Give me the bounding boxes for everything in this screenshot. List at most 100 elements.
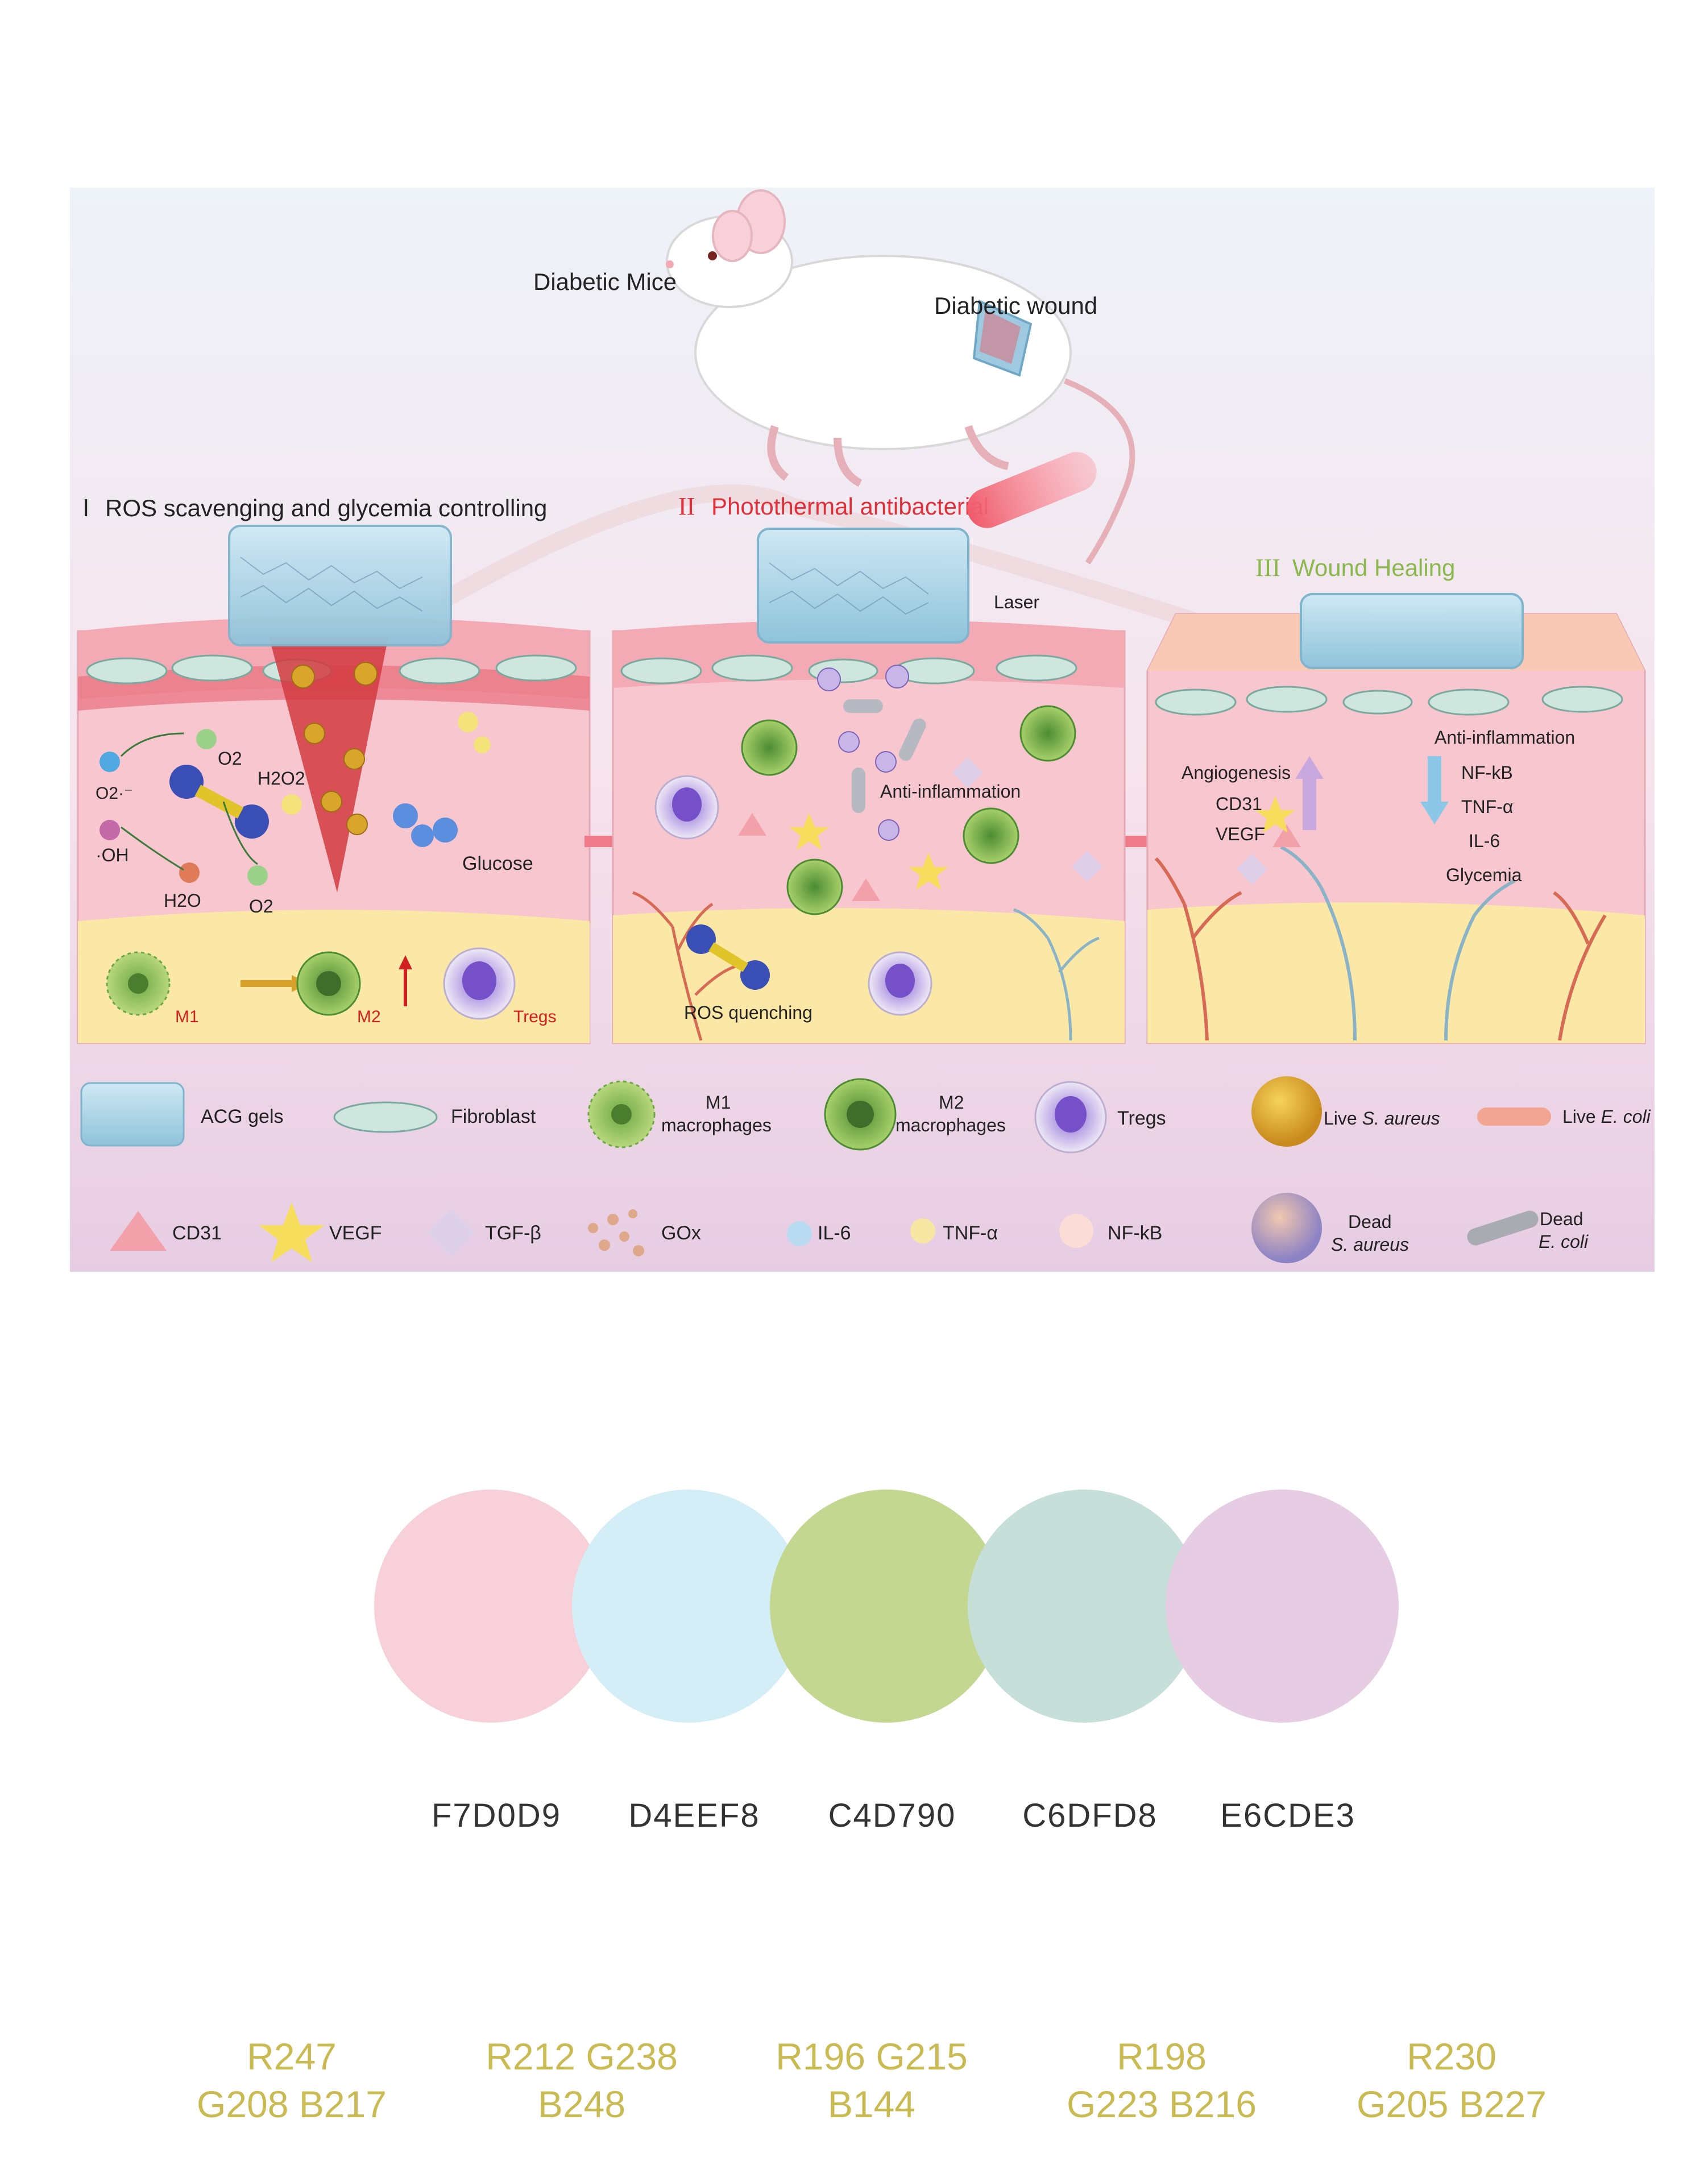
hex-label-5: E6CDE3 [1220,1797,1355,1834]
laser-label: Laser [994,592,1039,612]
swatch-4 [968,1490,1201,1723]
m2-macrophage-p1 [296,951,361,1016]
diabetic-wound-label: Diabetic wound [934,292,1097,319]
legend-dead-sa-line2: S. aureus [1331,1234,1409,1255]
legend-acg-gel-icon [80,1082,185,1147]
rgb-label-3-line2: B144 [827,2083,916,2125]
wound-healing-schematic: Diabetic Mice Diabetic wound I ROS scave… [70,188,1655,1272]
legend-dead-ec-line2: E. coli [1539,1231,1589,1252]
panel2: Laser Anti-inflammation [612,452,1126,1044]
wound-cavity [269,637,388,893]
legend-dead-ec-icon [1467,1210,1539,1246]
o2-bottom-label: O2 [249,896,273,916]
legend-gox-icon [588,1209,644,1256]
legend-gox-label: GOx [661,1222,701,1244]
tregs-label: Tregs [513,1007,557,1026]
oh-label: ·OH [96,845,129,865]
o2-top-label: O2 [218,748,242,769]
h2o2-label: H2O2 [258,768,305,789]
rgb-label-2-line1: R212 G238 [486,2035,678,2077]
treg-p2 [654,775,932,1016]
nfkb-label-p3: NF-kB [1461,762,1513,783]
rgb-label-1: R247 G208 B217 [161,2033,422,2128]
legend-row-2: CD31 VEGF TGF-β GOx IL-6 TNF-α NF-kB Dea… [110,1193,1589,1263]
ros-quenching-scavenger [686,924,770,990]
legend-m1-icon [587,1080,656,1148]
legend-il6-icon [787,1221,812,1246]
legend-acg-label: ACG gels [201,1106,284,1127]
fibroblast-layer [86,654,577,685]
legend-m2-icon [824,1078,897,1151]
rgb-label-4: R198 G223 B216 [1031,2033,1292,2128]
swatch-5 [1166,1490,1399,1723]
legend-nfkb-label: NF-kB [1108,1222,1162,1244]
legend-m1-label-line1: M1 [706,1092,731,1113]
anti-inflammation-label-p3: Anti-inflammation [1435,727,1575,748]
legend-vegf-icon [259,1202,325,1262]
legend-tnfa-label: TNF-α [943,1222,998,1244]
anti-inflammation-down-arrow [1420,756,1449,824]
m1-macrophage-p1 [106,951,171,1016]
treg-p1 [443,947,516,1020]
il6-label-p3: IL-6 [1469,831,1500,851]
hex-label-4: C6DFD8 [1022,1797,1158,1834]
laser-beam [967,452,1097,528]
rgb-label-5-line2: G205 B227 [1357,2083,1547,2125]
glycemia-label-p3: Glycemia [1446,865,1522,885]
legend-nfkb-icon [1059,1214,1093,1248]
legend-m1-label-line2: macrophages [661,1115,772,1135]
panel3-numeral: III [1255,554,1280,582]
m2-cluster-p2 [741,705,1076,915]
vegf-label-p3: VEGF [1216,824,1265,844]
panel3-title: Wound Healing [1292,554,1455,581]
rgb-label-5-line1: R230 [1407,2035,1496,2077]
rgb-label-3: R196 G215 B144 [741,2033,1002,2128]
rgb-label-4-line1: R198 [1117,2035,1207,2077]
legend-live-ec-label: Live E. coli [1562,1106,1651,1127]
hex-label-2: D4EEF8 [628,1797,760,1834]
cd31-label-p3: CD31 [1216,794,1262,814]
gold-nanoparticles [291,662,378,835]
legend-treg-icon [1034,1081,1107,1154]
o2-radical-label: O2·⁻ [96,784,133,803]
swatch-1 [374,1490,607,1723]
legend-cd31-label: CD31 [172,1222,222,1244]
rgb-label-2-line2: B248 [537,2083,626,2125]
legend-fibroblast-label: Fibroblast [451,1106,536,1127]
tnfa-label-p3: TNF-α [1461,797,1513,817]
legend-dead-sa-line1: Dead [1348,1212,1392,1232]
acg-gel-2 [757,528,969,644]
legend-cd31-icon [110,1211,167,1251]
acg-gel-1 [228,525,452,646]
legend-tnfa-icon [910,1218,935,1243]
legend-m2-label-line1: M2 [939,1092,964,1113]
ros-scavenger [169,765,269,839]
mouse-illustration [435,189,1483,725]
rgb-label-1-line1: R247 [247,2035,337,2077]
diabetic-mice-label: Diabetic Mice [533,268,677,295]
glucose-label: Glucose [462,853,533,874]
rgb-label-4-line2: G223 B216 [1067,2083,1257,2125]
ros-quenching-label: ROS quenching [684,1002,812,1023]
legend-tgfb-label: TGF-β [485,1222,541,1244]
h2o-label: H2O [164,890,201,911]
rgb-label-5: R230 G205 B227 [1321,2033,1582,2128]
legend-live-ec-icon [1477,1108,1551,1126]
rgb-label-1-line2: G208 B217 [197,2083,387,2125]
swatch-3 [770,1490,1003,1723]
rgb-label-3-line1: R196 G215 [776,2035,968,2077]
color-palette [0,1490,1708,1728]
swatch-2 [572,1490,805,1723]
rgb-label-2: R212 G238 B248 [451,2033,712,2128]
panel2-title: Photothermal antibacterial [711,493,989,520]
panel3: Angiogenesis CD31 VEGF Anti-inflammation… [1146,593,1646,1044]
hex-label-1: F7D0D9 [432,1797,561,1834]
panel1-numeral: I [82,494,89,522]
legend-vegf-label: VEGF [329,1222,382,1244]
panel2-numeral: II [678,492,695,520]
legend-tregs-label: Tregs [1117,1108,1166,1129]
legend-fibroblast-icon [333,1101,438,1133]
panel1: O2 H2O2 O2·⁻ ·OH H2O O2 Glucose M1 M2 Tr… [77,525,591,1044]
panel1-title: ROS scavenging and glycemia controlling [105,495,547,521]
legend-live-sa-icon [1251,1076,1322,1147]
